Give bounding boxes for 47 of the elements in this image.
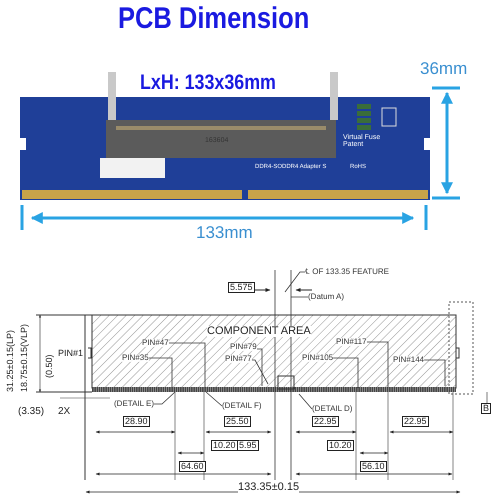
callout-text: (DETAIL E) [114,400,154,408]
callout-text: PIN#77 [225,355,252,363]
callout-text: PIN#35 [122,354,149,362]
callout-text: PIN#117 [336,338,367,346]
datum-label: B [481,403,492,414]
callout-text: PIN#144 [393,356,424,364]
leader-line [284,272,306,292]
leader-line [148,358,172,388]
callout-text: (DETAIL D) [312,405,352,413]
leader-line [298,394,312,410]
dimension-text: 36mm [420,60,468,77]
callout-text: PIN#105 [302,354,334,362]
pin-label: PIN#1 [58,349,84,358]
dimension-value: 64.60 [179,461,206,472]
dimension-value: 25.50 [224,416,251,427]
leader-line [332,358,358,388]
area-label: COMPONENT AREA [207,326,311,337]
dimension-text: (3.35) [18,407,44,417]
dimension-value: 5.575 [228,282,255,293]
dimension-value: 56.10 [360,461,387,472]
leader-line [251,360,268,384]
callout-text: ℄ OF 133.35 FEATURE [305,268,389,276]
dimension-value: 10.20 [211,440,238,451]
leader-line [424,360,446,386]
leader-line [154,392,176,404]
leader-line [206,392,222,406]
leader-line [256,348,262,386]
dimension-text: 31.25±0.15(LP) [6,330,15,392]
dimension-value: 22.95 [402,416,429,427]
dimension-text: 133.35±0.15 [238,482,300,493]
dimension-text: 2X [58,407,70,417]
title: PCB Dimension [118,4,310,34]
leader-line [366,342,388,388]
dimension-text: LxH: 133x36mm [140,72,276,93]
callout-text: PIN#47 [142,339,169,347]
dimension-text: 18.75±0.15(VLP) [20,324,29,392]
leader-line [168,342,206,388]
dimension-value: 28.90 [123,416,150,427]
callout-text: (Datum A) [308,293,344,301]
dimension-value: 10.20 [327,440,354,451]
leader-line [290,296,308,298]
callout-text: (DETAIL F) [222,402,262,410]
dimension-text: 133mm [196,224,253,241]
dimension-value: 5.95 [237,440,259,451]
dimension-text: (0.50) [45,354,54,378]
dimension-value: 22.95 [312,416,339,427]
callout-text: PIN#79 [230,343,257,351]
